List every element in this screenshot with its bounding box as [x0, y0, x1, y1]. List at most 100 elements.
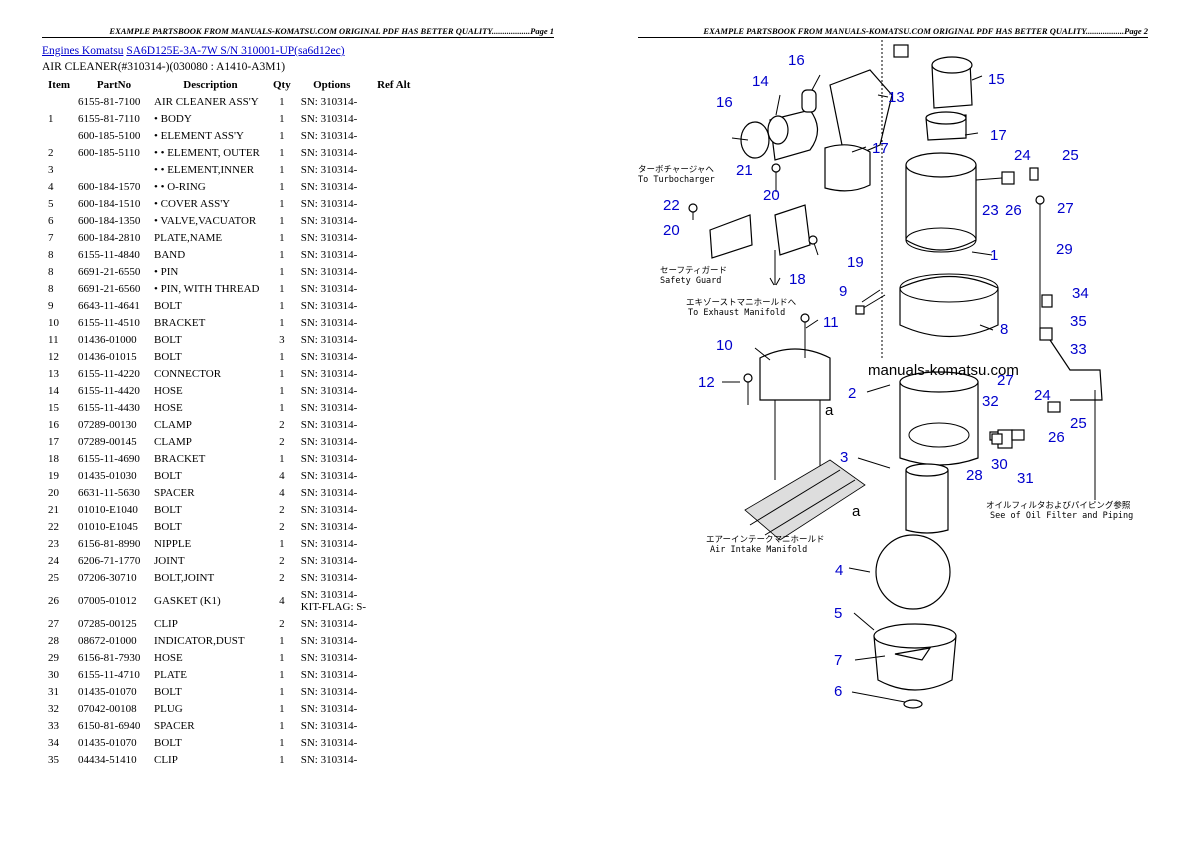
- cell-description: BOLT: [154, 299, 182, 312]
- bolt-9-head: [855, 305, 865, 315]
- cell-qty: 4: [279, 486, 285, 499]
- o-ring-shape: [875, 534, 951, 610]
- cell-qty: 1: [279, 316, 285, 329]
- callout-32: 32: [982, 393, 999, 410]
- column-header-partno: PartNo: [96, 78, 132, 91]
- cell-ref-alt: [369, 246, 419, 263]
- cell-item: 10: [48, 316, 59, 329]
- cell-options: SN: 310314-: [300, 282, 358, 295]
- cell-options: SN: 310314-: [300, 537, 358, 550]
- cell-ref-alt: [369, 314, 419, 331]
- cell-description: • • ELEMENT,INNER: [154, 163, 255, 176]
- cell-part-number: 600-184-2810: [78, 231, 141, 244]
- cell-description: • PIN, WITH THREAD: [154, 282, 260, 295]
- cell-options: SN: 310314-: [300, 668, 358, 681]
- cell-part-number: 6691-21-6550: [78, 265, 141, 278]
- bolt-22-head: [688, 203, 698, 213]
- cell-ref-alt: [369, 93, 419, 110]
- breadcrumb-link-model[interactable]: SA6D125E-3A-7W S/N 310001-UP(sa6d12ec): [126, 45, 345, 57]
- cell-part-number: 6206-71-1770: [78, 554, 141, 567]
- cell-item: 27: [48, 617, 59, 630]
- cell-part-number: 01435-01070: [78, 736, 137, 749]
- page-title: AIR CLEANER(#310314-)(030080 : A1410-A3M…: [42, 61, 286, 73]
- label-exhaust-jp: エキゾーストマニホールドへ: [686, 298, 797, 308]
- cell-ref-alt: [369, 144, 419, 161]
- cell-ref-alt: [369, 280, 419, 297]
- cell-ref-alt: [369, 365, 419, 382]
- cell-description: CLAMP: [154, 418, 192, 431]
- callout-13: 13: [888, 89, 905, 106]
- cell-part-number: 6155-11-4840: [78, 248, 140, 261]
- cell-qty: 1: [279, 350, 285, 363]
- cell-ref-alt: [369, 734, 419, 751]
- cell-part-number: 01010-E1040: [78, 503, 138, 516]
- cell-item: 5: [48, 197, 54, 210]
- column-header-description: Description: [183, 78, 238, 91]
- hose-15-top: [931, 56, 973, 74]
- cell-description: CLAMP: [154, 435, 192, 448]
- band-top: [899, 273, 999, 303]
- cell-item: 8: [48, 265, 54, 278]
- cell-qty: 1: [279, 685, 285, 698]
- column-header-qty: Qty: [273, 78, 291, 91]
- cell-description: BOLT: [154, 469, 182, 482]
- cell-ref-alt: [369, 433, 419, 450]
- cell-options: SN: 310314-: [300, 452, 358, 465]
- cell-description: CONNECTOR: [154, 367, 222, 380]
- breadcrumb-link-engines[interactable]: Engines Komatsu: [42, 45, 124, 57]
- cell-description: BOLT: [154, 350, 182, 363]
- callout-34: 34: [1072, 285, 1089, 302]
- name-plate-shape: [894, 647, 932, 661]
- callout-29: 29: [1056, 241, 1073, 258]
- cell-options: SN: 310314-: [300, 435, 358, 448]
- cell-item: 28: [48, 634, 59, 647]
- hose-17-shape: [824, 144, 871, 192]
- element-inner-top: [905, 463, 949, 477]
- cell-qty: 4: [279, 469, 285, 482]
- cell-options: SN: 310314-: [300, 634, 358, 647]
- breadcrumb: Engines Komatsu SA6D125E-3A-7W S/N 31000…: [42, 45, 345, 57]
- cell-ref-alt: [369, 615, 419, 632]
- cell-options: SN: 310314-: [300, 486, 358, 499]
- option-line: SN: 310314-: [300, 588, 358, 601]
- cell-item: 9: [48, 299, 54, 312]
- cell-item: 17: [48, 435, 59, 448]
- cell-ref-alt: [369, 161, 419, 178]
- cell-part-number: 07042-00108: [78, 702, 137, 715]
- column-header-item: Item: [48, 78, 70, 91]
- cell-ref-alt: [369, 666, 419, 683]
- cell-part-number: 6155-81-7100: [78, 95, 141, 108]
- cell-part-number: 08672-01000: [78, 634, 137, 647]
- cell-qty: 2: [279, 503, 285, 516]
- cell-qty: 1: [279, 214, 285, 227]
- cell-description: • PIN: [154, 265, 179, 278]
- cell-description: CLIP: [154, 617, 178, 630]
- callout-11: 11: [823, 314, 839, 331]
- cell-part-number: 07285-00125: [78, 617, 137, 630]
- callout-4: 4: [835, 562, 843, 579]
- callout-26b: 26: [1048, 429, 1065, 446]
- cell-qty: 2: [279, 520, 285, 533]
- cell-description: • VALVE,VACUATOR: [154, 214, 257, 227]
- cell-qty: 1: [279, 651, 285, 664]
- cell-part-number: 01435-01030: [78, 469, 137, 482]
- cell-qty: 1: [279, 452, 285, 465]
- callout-28: 28: [966, 467, 983, 484]
- cell-item: 14: [48, 384, 59, 397]
- cell-part-number: 07005-01012: [78, 594, 137, 607]
